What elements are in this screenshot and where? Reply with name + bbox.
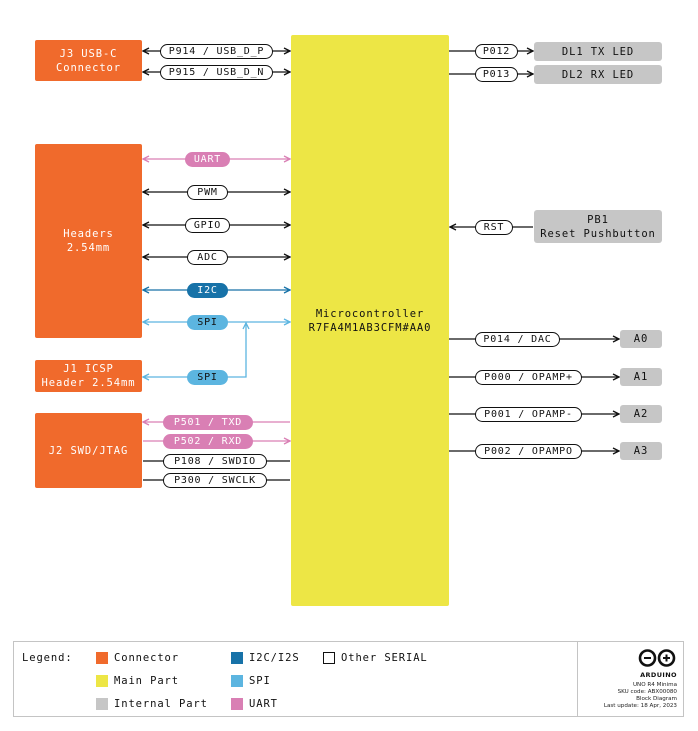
signal-p014-dac: P014 / DAC [475, 332, 560, 347]
signal-usb-d-n: P915 / USB_D_N [160, 65, 273, 80]
signal-p108-swdio: P108 / SWDIO [163, 454, 267, 469]
legend-swatch-connector [96, 652, 108, 664]
document-type: Block Diagram [636, 696, 677, 702]
legend-swatch-uart [231, 698, 243, 710]
block-label-line1: J1 ICSP [63, 363, 114, 375]
pb1-reset-pushbutton: PB1 Reset Pushbutton [534, 210, 662, 243]
a0-pin: A0 [620, 330, 662, 348]
signal-uart: UART [185, 152, 230, 167]
j2-swd-jtag: J2 SWD/JTAG [35, 413, 142, 488]
j1-icsp-header: J1 ICSP Header 2.54mm [35, 360, 142, 392]
a1-pin: A1 [620, 368, 662, 386]
signal-spi-icsp: SPI [187, 370, 228, 385]
legend-spi: SPI [249, 675, 271, 687]
dl2-rx-led: DL2 RX LED [534, 65, 662, 84]
mcu-part-number: R7FA4M1AB3CFM#AA0 [308, 321, 432, 334]
brand-name: ARDUINO [640, 671, 677, 679]
block-label-line1: PB1 [587, 213, 609, 226]
legend-internal-part: Internal Part [114, 698, 208, 710]
block-label: A0 [633, 333, 649, 345]
signal-p501-txd: P501 / TXD [163, 415, 253, 430]
signal-rst: RST [475, 220, 513, 235]
j3-usb-c-connector: J3 USB-C Connector [35, 40, 142, 81]
a3-pin: A3 [620, 442, 662, 460]
legend-swatch-other-serial [323, 652, 335, 664]
signal-p502-rxd: P502 / RXD [163, 434, 253, 449]
wire-spi-icsp [143, 323, 246, 377]
legend-swatch-spi [231, 675, 243, 687]
block-label-line2: Connector [56, 61, 121, 74]
signal-spi-headers: SPI [187, 315, 228, 330]
block-label-line1: J3 USB-C [59, 47, 118, 60]
legend-uart: UART [249, 698, 278, 710]
legend-swatch-i2c [231, 652, 243, 664]
block-label-line2: Header 2.54mm [41, 377, 136, 389]
block-label-line2: 2.54mm [66, 242, 111, 254]
legend-divider [577, 642, 578, 716]
legend-other-serial: Other SERIAL [341, 652, 428, 664]
dl1-tx-led: DL1 TX LED [534, 42, 662, 61]
arduino-logo-icon [638, 649, 676, 667]
legend-title: Legend: [22, 652, 73, 664]
legend-panel: Legend: Connector Main Part Internal Par… [13, 641, 684, 717]
legend-swatch-internal-part [96, 698, 108, 710]
block-label: A2 [633, 408, 649, 420]
sku-code: SKU code: ABX00080 [617, 689, 677, 695]
block-label: DL2 RX LED [561, 68, 635, 81]
document-info: UNO R4 Minima SKU code: ABX00080 Block D… [580, 682, 677, 710]
product-name: UNO R4 Minima [632, 682, 677, 688]
a2-pin: A2 [620, 405, 662, 423]
block-label: DL1 TX LED [561, 45, 635, 58]
legend-swatch-main-part [96, 675, 108, 687]
signal-p012: P012 [475, 44, 518, 59]
signal-p013: P013 [475, 67, 518, 82]
block-label-line2: Reset Pushbutton [540, 227, 656, 240]
microcontroller-block: Microcontroller R7FA4M1AB3CFM#AA0 [291, 35, 449, 606]
mcu-label: Microcontroller [315, 307, 425, 320]
block-label-line1: J2 SWD/JTAG [48, 444, 129, 457]
signal-usb-d-p: P914 / USB_D_P [160, 44, 273, 59]
block-label: A1 [633, 371, 649, 383]
signal-adc: ADC [187, 250, 228, 265]
signal-p001-opamp-minus: P001 / OPAMP- [475, 407, 582, 422]
block-label: A3 [633, 445, 649, 457]
signal-pwm: PWM [187, 185, 228, 200]
signal-p002-opampo: P002 / OPAMPO [475, 444, 582, 459]
legend-main-part: Main Part [114, 675, 179, 687]
legend-i2c-i2s: I2C/I2S [249, 652, 300, 664]
last-update: Last update: 18 Apr, 2023 [603, 703, 677, 709]
signal-gpio: GPIO [185, 218, 230, 233]
headers-block: Headers 2.54mm [35, 144, 142, 338]
legend-connector: Connector [114, 652, 179, 664]
signal-p300-swclk: P300 / SWCLK [163, 473, 267, 488]
signal-i2c: I2C [187, 283, 228, 298]
block-label-line1: Headers [63, 228, 114, 240]
signal-p000-opamp-plus: P000 / OPAMP+ [475, 370, 582, 385]
